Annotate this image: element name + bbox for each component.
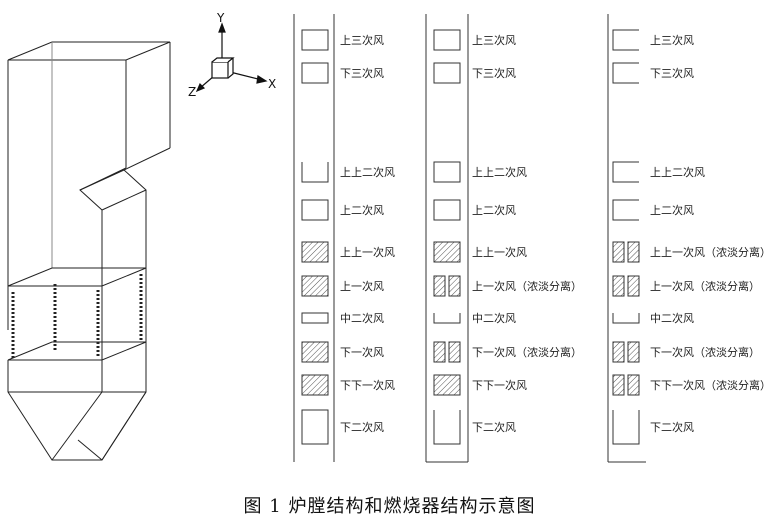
- burner-nozzle-icon: [301, 62, 329, 84]
- burner-nozzle-icon: [433, 374, 461, 396]
- burner-nozzle-icon: [301, 199, 329, 221]
- burner-nozzle-icon: [612, 241, 640, 263]
- burner-nozzle-icon: [301, 162, 329, 183]
- furnace-drawing: [7, 41, 171, 461]
- axis-x-label: X: [268, 77, 276, 91]
- burner-nozzle-icon: [612, 275, 640, 297]
- burner-row-label: 上上二次风: [472, 165, 527, 179]
- figure-caption: 图 1 炉膛结构和燃烧器结构示意图: [243, 496, 536, 517]
- burner-row-label: 上三次风: [340, 33, 384, 47]
- burner-nozzle-icon: [612, 29, 639, 51]
- burner-nozzle-icon: [433, 62, 461, 84]
- burner-row-label: 中二次风: [472, 311, 516, 325]
- burner-nozzle-icon: [433, 199, 461, 221]
- burner-nozzle-icon: [433, 341, 461, 363]
- furnace-nose-link2: [101, 189, 147, 211]
- burner-row-label: 上三次风: [650, 33, 694, 47]
- hopper-outline: [7, 342, 147, 461]
- burner-nozzle-icon: [612, 62, 639, 84]
- burner-row-label: 上上一次风: [472, 245, 527, 259]
- burner-row-label: 上二次风: [340, 203, 384, 217]
- burner-nozzle-icon: [301, 29, 329, 51]
- burner-row-label: 下一次风: [340, 345, 384, 359]
- burner-nozzle-icon: [612, 199, 639, 221]
- burner-row-label: 下下一次风: [340, 378, 395, 392]
- burner-nozzle-icon: [433, 410, 461, 445]
- burner-nozzle-icon: [301, 374, 329, 396]
- burner-nozzle-icon: [301, 275, 329, 297]
- burner-row-label: 下一次风（浓淡分离）: [650, 345, 760, 359]
- burner-nozzle-icon: [433, 313, 461, 324]
- burner-nozzle-icon: [301, 241, 329, 263]
- hopper-bottom-edge: [77, 439, 103, 461]
- burner-row-label: 上一次风（浓淡分离）: [650, 279, 760, 293]
- burner-row-label: 下一次风（浓淡分离）: [472, 345, 582, 359]
- furnace-roof: [7, 41, 171, 61]
- burner-zone-top: [7, 267, 147, 287]
- burner-row-label: 上二次风: [472, 203, 516, 217]
- burner-row-label: 上二次风: [650, 203, 694, 217]
- burner-row-label: 下三次风: [650, 66, 694, 80]
- furnace-nose-link: [79, 169, 125, 191]
- burner-row-label: 下二次风: [650, 420, 694, 434]
- burner-row-label: 下二次风: [340, 420, 384, 434]
- burner-row-label: 中二次风: [340, 311, 384, 325]
- burner-nozzle-icon: [301, 312, 329, 324]
- burner-row-label: 上一次风: [340, 279, 384, 293]
- burner-nozzle-icon: [612, 341, 640, 363]
- burner-row-label: 上上二次风: [340, 165, 395, 179]
- burner-nozzle-icon: [301, 341, 329, 363]
- hopper-slope: [51, 391, 103, 461]
- burner-row-label: 上上一次风（浓淡分离）: [650, 245, 771, 259]
- burner-row-label: 上上一次风: [340, 245, 395, 259]
- burner-nozzle-icon: [612, 161, 639, 183]
- burner-row-label: 下下一次风（浓淡分离）: [650, 378, 771, 392]
- burner-row-label: 下三次风: [340, 66, 384, 80]
- axis-y-label: Y: [216, 11, 225, 25]
- burner-row-label: 上三次风: [472, 33, 516, 47]
- burner-row-label: 中二次风: [650, 311, 694, 325]
- burner-row-label: 上上二次风: [650, 165, 705, 179]
- burner-nozzle-icon: [612, 410, 640, 445]
- axis-z-label: Z: [188, 85, 196, 99]
- burner-nozzle-icon: [433, 29, 461, 51]
- hopper-slope2: [101, 391, 147, 461]
- axis-triad: [195, 22, 268, 93]
- burner-nozzle-icon: [433, 161, 461, 183]
- burner-nozzle-icon: [433, 241, 461, 263]
- burner-rows: 上三次风下三次风上上二次风上二次风上上一次风上一次风中二次风下一次风下下一次风下…: [301, 29, 771, 445]
- burner-nozzle-icon: [612, 313, 640, 324]
- burner-row-label: 下三次风: [472, 66, 516, 80]
- burner-row-label: 上一次风（浓淡分离）: [472, 279, 582, 293]
- burner-nozzle-icon: [301, 409, 329, 445]
- burner-nozzle-icon: [433, 275, 461, 297]
- burner-nozzle-icon: [612, 374, 640, 396]
- burner-row-label: 下二次风: [472, 420, 516, 434]
- burner-row-label: 下下一次风: [472, 378, 527, 392]
- burner-zone-bottom: [7, 341, 147, 361]
- burner-frame-lines: [293, 14, 646, 463]
- furnace-nose-back: [123, 147, 171, 270]
